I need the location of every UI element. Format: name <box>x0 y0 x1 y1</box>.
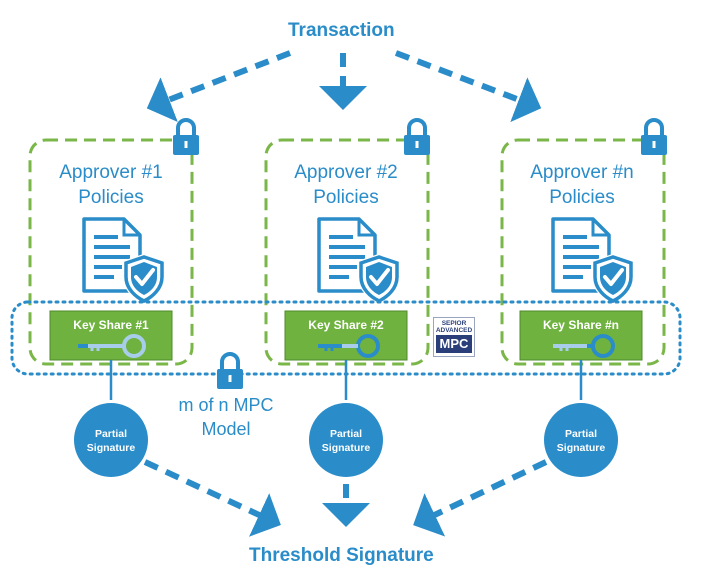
mpc-model-label: m of n MPC Model <box>161 393 291 441</box>
logo-line-2: ADVANCED <box>435 327 473 334</box>
arrow-icon <box>413 459 548 537</box>
partial-line-2: Signature <box>321 442 371 454</box>
approver-title-2: Approver #2 <box>294 162 398 183</box>
logo-line-1: SEPIOR <box>441 320 467 327</box>
key-share-box-1 <box>49 310 173 361</box>
key-share-boxes <box>49 310 643 361</box>
approver-title-1: Approver #1 <box>59 162 163 183</box>
key-share-box-2 <box>284 310 408 361</box>
partial-line-1: Partial <box>94 428 128 440</box>
partial-line-1: Partial <box>564 428 598 440</box>
model-line-2: Model <box>201 419 251 439</box>
arrow-icon <box>394 50 542 123</box>
arrow-icon <box>143 459 281 537</box>
key-icon <box>78 334 615 358</box>
partial-signature-2 <box>309 403 383 477</box>
connectors <box>109 360 583 400</box>
partial-line-1: Partial <box>329 428 363 440</box>
key-share-label-2: Key Share #2 <box>308 318 384 332</box>
bottom-arrows <box>143 459 548 537</box>
logo-mpc: MPC <box>436 335 472 353</box>
model-line-1: m of n MPC <box>178 395 274 415</box>
transaction-label: Transaction <box>288 20 395 41</box>
partial-signature-label-2: Partial Signature <box>311 427 381 455</box>
approver-box-1 <box>28 138 194 366</box>
approver-title-n: Approver #n <box>530 162 634 183</box>
sepior-logo: SEPIOR ADVANCED MPC <box>433 317 475 357</box>
partial-signature-label-1: Partial Signature <box>76 427 146 455</box>
arrow-icon <box>146 50 292 123</box>
approver-box-2 <box>264 138 430 366</box>
key-share-box-n <box>519 310 643 361</box>
approver-policies-n: Policies <box>549 187 615 208</box>
key-share-label-n: Key Share #n <box>542 318 620 332</box>
partial-line-2: Signature <box>556 442 606 454</box>
document-icon <box>84 219 631 301</box>
partial-signature-n <box>544 403 618 477</box>
partial-signature-label-n: Partial Signature <box>546 427 616 455</box>
key-share-label-1: Key Share #1 <box>73 318 149 332</box>
top-arrows <box>146 50 542 123</box>
partial-signature-1 <box>74 403 148 477</box>
approver-policies-2: Policies <box>313 187 379 208</box>
partial-line-2: Signature <box>86 442 136 454</box>
threshold-signature-label: Threshold Signature <box>249 545 434 566</box>
approver-policies-1: Policies <box>78 187 144 208</box>
approver-box-n <box>500 138 666 366</box>
